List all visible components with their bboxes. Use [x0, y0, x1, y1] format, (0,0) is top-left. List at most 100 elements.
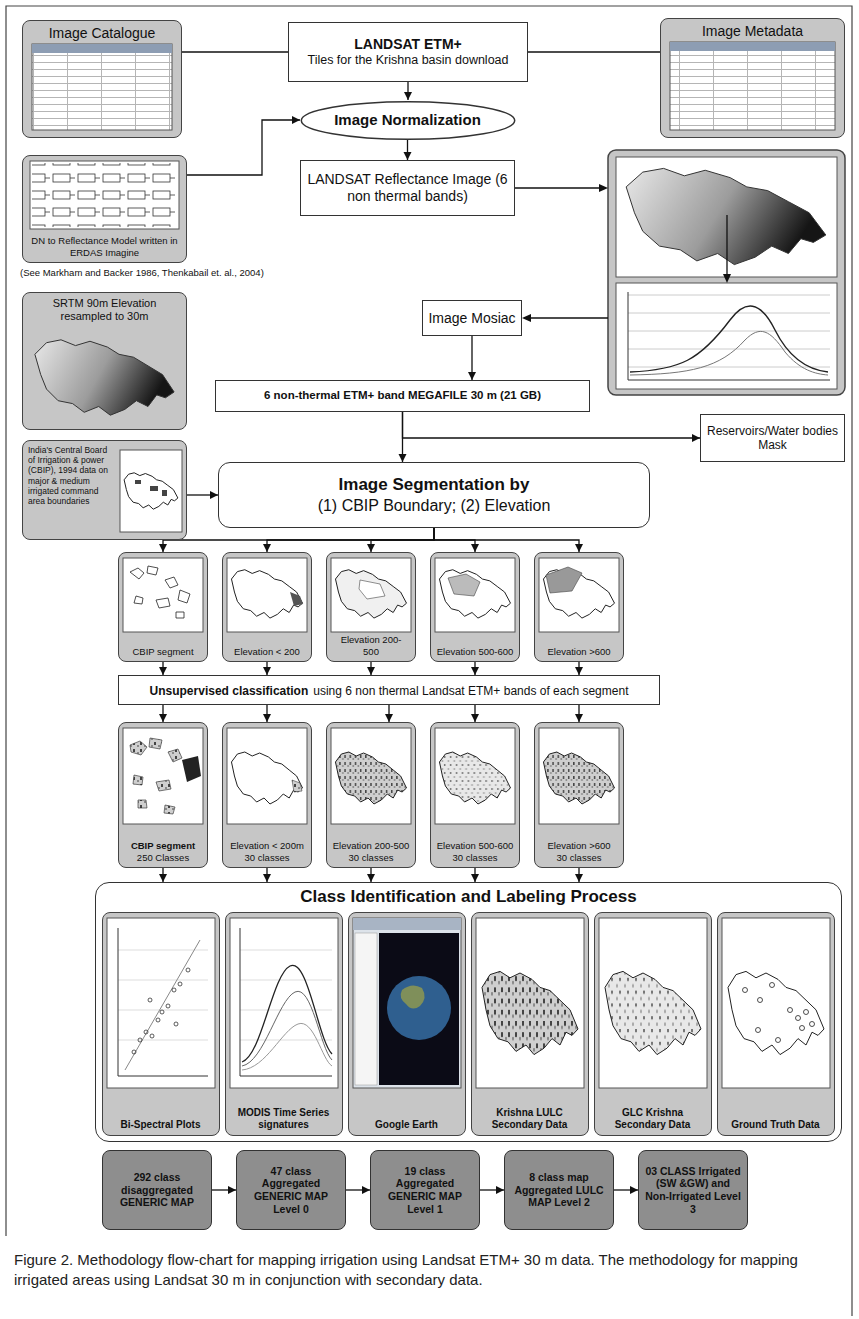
box-label: LANDSAT ETM+ [354, 36, 461, 53]
box-label: LANDSAT Reflectance Image (6 non thermal… [306, 171, 509, 205]
box-label: Elevation < 200 [234, 646, 300, 657]
box-label: 19 class Aggregated GENERIC MAP Level 1 [376, 1165, 474, 1215]
box-label: SRTM 90m Elevation resampled to 30m [28, 297, 181, 323]
box-label: Image Metadata [702, 23, 803, 40]
connector [159, 662, 167, 675]
box-label: 30 classes [245, 852, 290, 863]
connector [263, 662, 271, 675]
output-box: 8 class map Aggregated LULC MAP Level 2 [504, 1150, 614, 1230]
arrow-head [575, 667, 583, 675]
box-label: Image Catalogue [49, 25, 156, 42]
source-panel: Image Metadata [660, 18, 845, 138]
connector-line [267, 528, 434, 552]
arrow-head [575, 874, 583, 882]
box-label: 292 class disaggregated GENERIC MAP [108, 1171, 206, 1209]
connector [575, 868, 583, 882]
arrow-head [292, 116, 300, 124]
box-label: Image Normalization [334, 111, 481, 129]
arrow-head [399, 454, 407, 462]
segment-panel: Elevation >60030 classes [534, 722, 624, 868]
box-label: Elevation < 200m [230, 840, 304, 851]
connector [471, 662, 479, 675]
source-panel: SRTM 90m Elevation resampled to 30m [22, 292, 187, 430]
connector [575, 662, 583, 675]
segment-panel: Ground Truth Data [717, 912, 835, 1136]
output-box: 19 class Aggregated GENERIC MAP Level 1 [370, 1150, 480, 1230]
arrow-head [263, 667, 271, 675]
box-label: Google Earth [375, 1119, 438, 1131]
segment-panel: Elevation 200- 500 [326, 552, 416, 662]
arrow-head [159, 667, 167, 675]
process-box: Reservoirs/Water bodies Mask [700, 414, 845, 462]
source-panel: India's Central Board of Irrigation & po… [22, 440, 187, 540]
process-box: LANDSAT ETM+Tiles for the Krishna basin … [288, 22, 528, 82]
connector [212, 1186, 236, 1194]
output-box: 03 CLASS Irrigated (SW &GW) and Non-Irri… [638, 1150, 748, 1230]
process-box: Image Mosiac [422, 300, 522, 336]
segment-panel: Elevation < 200m30 classes [222, 722, 312, 868]
arrow-head [210, 491, 218, 499]
arrow-head [496, 1186, 504, 1194]
box-label: Ground Truth Data [731, 1119, 819, 1131]
segment-panel: Krishna LULC Secondary Data [471, 912, 589, 1136]
arrow-head [159, 714, 167, 722]
box-label: Elevation 500-600 [437, 840, 514, 851]
segment-panel: Elevation 500-600 [430, 552, 520, 662]
segment-panel: Bi-Spectral Plots [102, 912, 220, 1136]
arrow-head [471, 874, 479, 882]
connector [187, 491, 218, 499]
box-label: Tiles for the Krishna basin download [307, 53, 508, 68]
process-ellipse: Image Normalization [300, 100, 515, 140]
segment-panel: CBIP segment [118, 552, 208, 662]
connector [263, 868, 271, 882]
box-label: Bi-Spectral Plots [120, 1119, 200, 1131]
box-label: 30 classes [349, 852, 394, 863]
box-label: (1) CBIP Boundary; (2) Elevation [318, 496, 551, 515]
segment-panel: MODIS Time Series signatures [225, 912, 343, 1136]
connector [159, 868, 167, 882]
segment-panel: Elevation < 200 [222, 552, 312, 662]
connector [403, 412, 701, 442]
connector [468, 336, 476, 380]
connector [187, 116, 300, 175]
arrow-head [471, 714, 479, 722]
box-label: Elevation >600 [547, 646, 610, 657]
arrow-head [692, 434, 700, 442]
box-label: DN to Reflectance Model written in ERDAS… [28, 235, 181, 258]
box-label: MODIS Time Series signatures [231, 1107, 337, 1131]
arrow-head [468, 372, 476, 380]
arrow-head [228, 1186, 236, 1194]
arrow-head [159, 544, 167, 552]
connector [346, 1186, 370, 1194]
connector [471, 868, 479, 882]
process-box: Image Segmentation by(1) CBIP Boundary; … [218, 462, 650, 528]
arrow-head [404, 152, 412, 160]
connector [182, 52, 288, 53]
output-box: 47 class Aggregated GENERIC MAP Level 0 [236, 1150, 346, 1230]
connector [367, 868, 375, 882]
box-label: 30 classes [557, 852, 602, 863]
box-label: CBIP segment [131, 840, 195, 851]
connector [385, 705, 393, 722]
connector [404, 82, 412, 100]
segment-panel: Elevation 500-60030 classes [430, 722, 520, 868]
arrow-head [263, 544, 271, 552]
arrow-head [367, 874, 375, 882]
box-label: Elevation 200- 500 [332, 634, 410, 657]
connector [471, 705, 479, 722]
connector [575, 705, 583, 722]
arrow-head [159, 874, 167, 882]
arrow-head [630, 1186, 638, 1194]
connector [263, 705, 271, 722]
connector-line [434, 528, 579, 552]
connector-line [182, 51, 288, 52]
arrow-head [367, 667, 375, 675]
box-label: Unsupervised classification [150, 684, 309, 698]
box-label: 30 classes [453, 852, 498, 863]
arrow-head [385, 714, 393, 722]
process-box: LANDSAT Reflectance Image (6 non thermal… [300, 160, 515, 216]
group-panel: Class Identification and Labeling Proces… [95, 882, 842, 1142]
box-label: 03 CLASS Irrigated (SW &GW) and Non-Irri… [644, 1165, 742, 1215]
box-label: Krishna LULC Secondary Data [477, 1107, 583, 1131]
